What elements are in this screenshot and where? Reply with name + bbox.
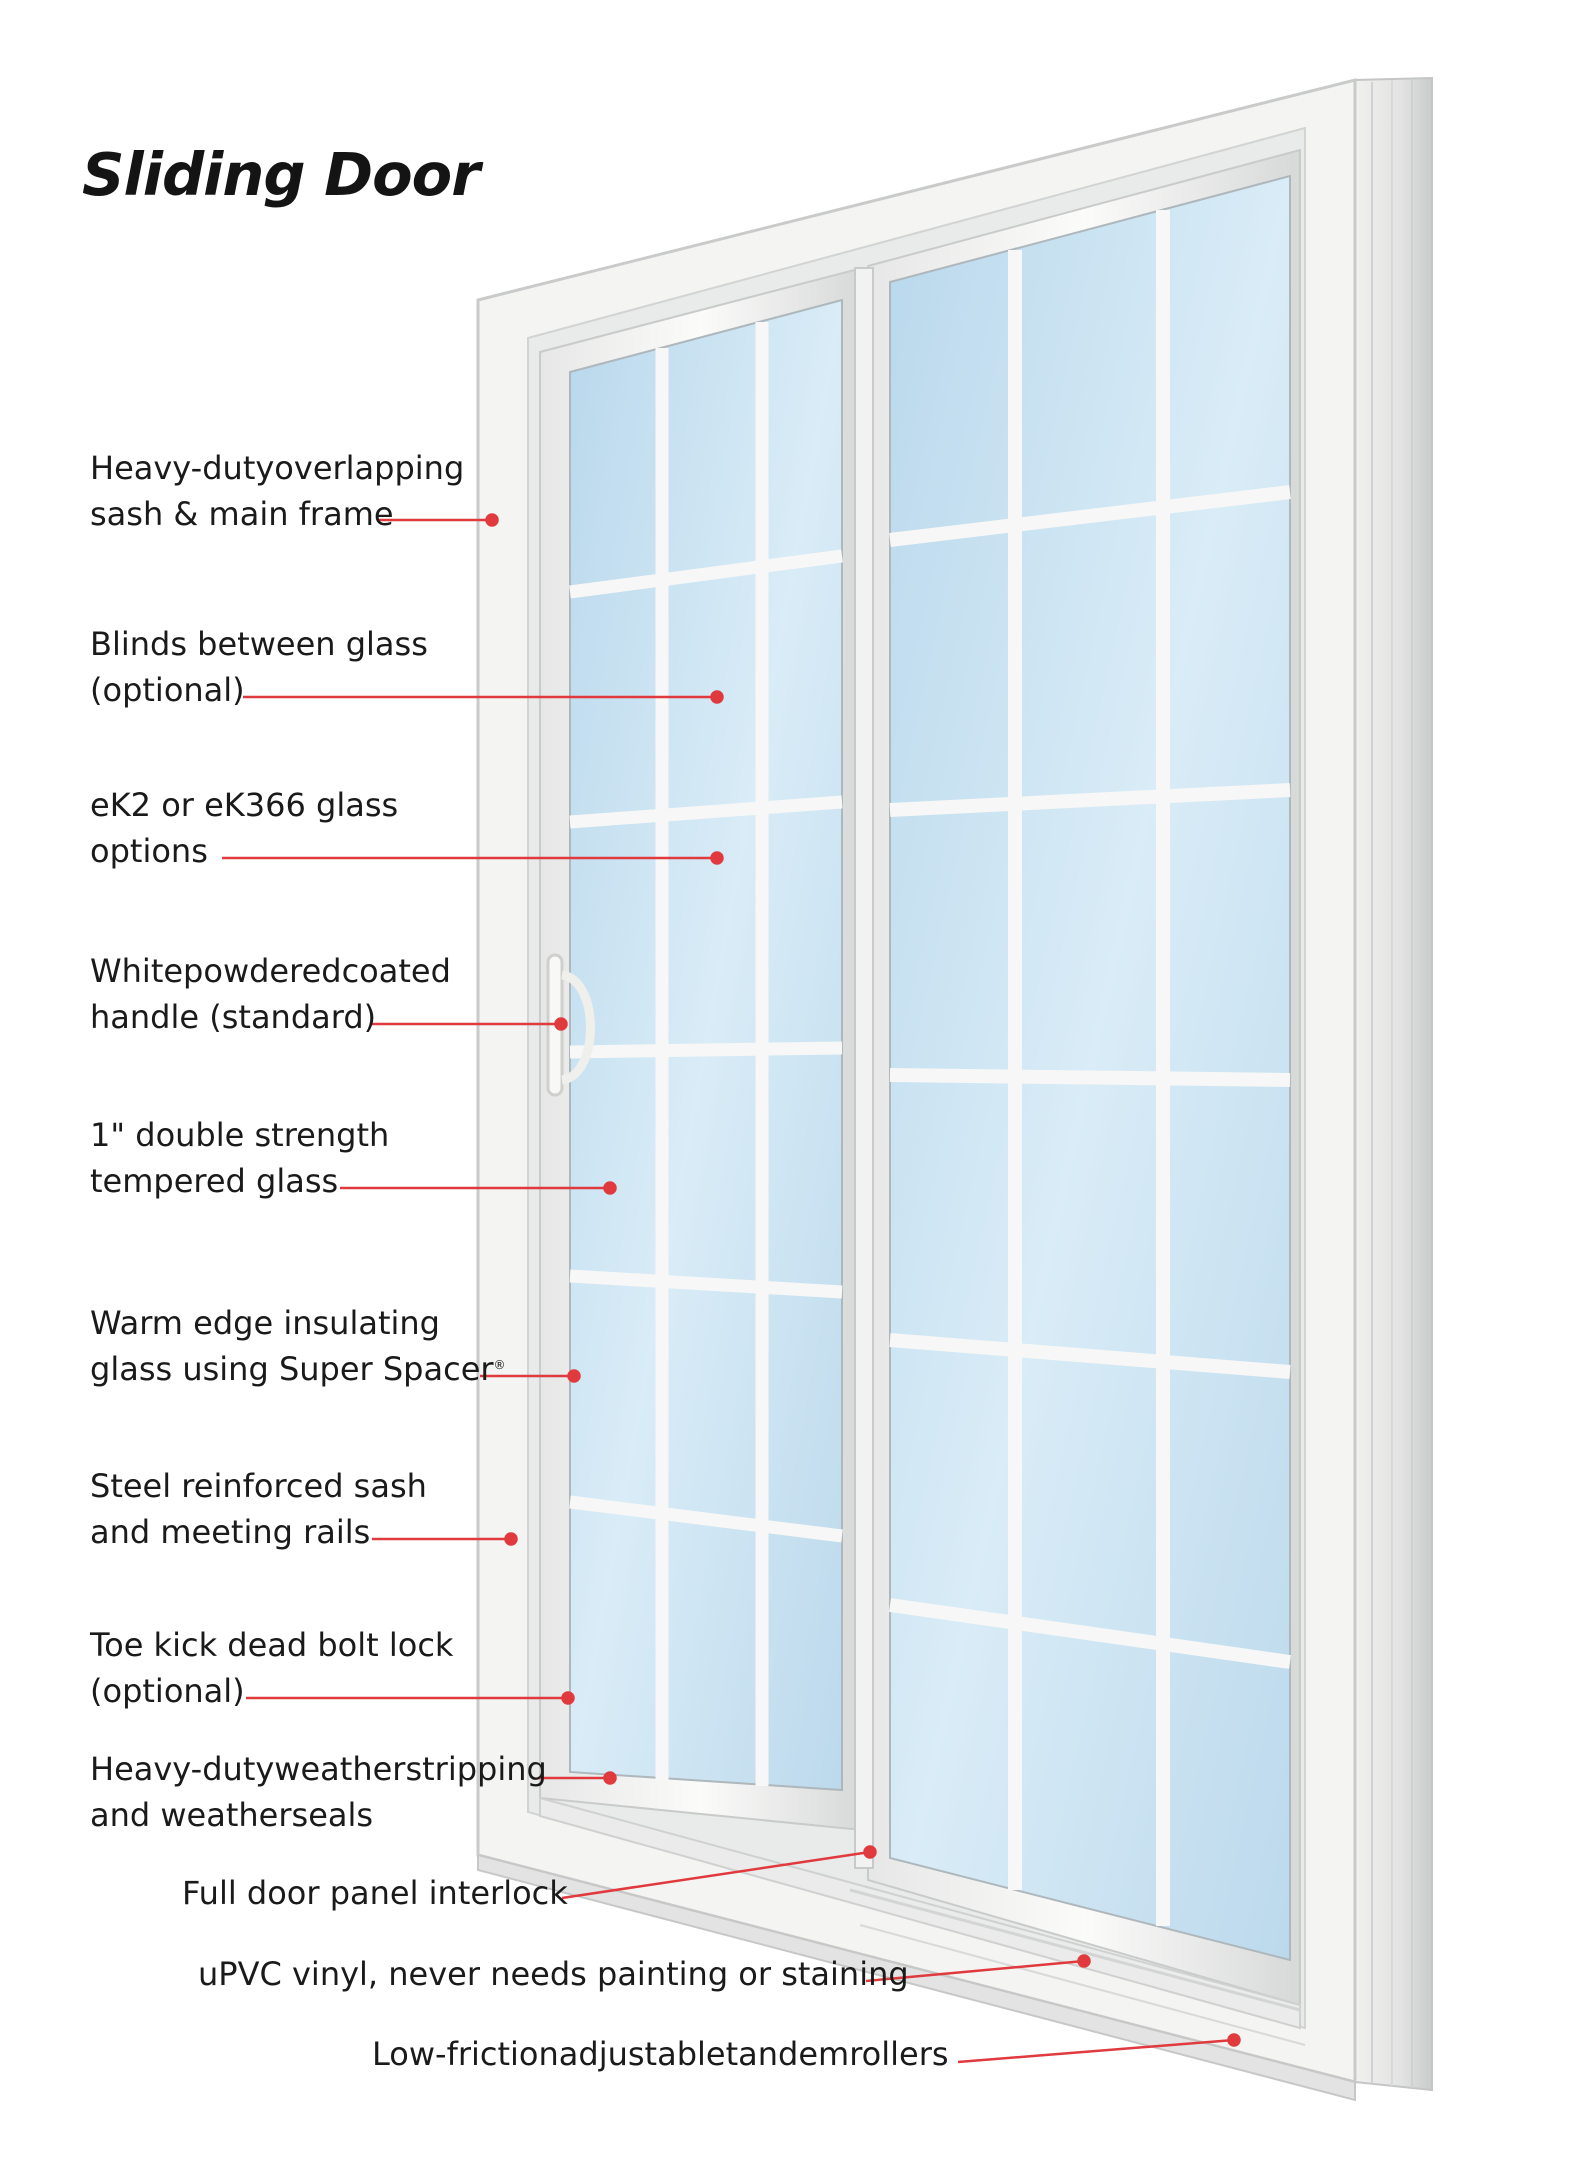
dot-upvc [1077, 1954, 1091, 1968]
callout-rollers-line1: Low-frictionadjustabletandemrollers [372, 2035, 949, 2073]
callout-steel-reinforced: Steel reinforced sash and meeting rails [90, 1463, 427, 1555]
leader-interlock [561, 1850, 871, 1900]
callout-tempered-glass-line1: 1" double strength [90, 1116, 390, 1154]
leader-lines [222, 513, 1241, 2064]
callout-glass-options-line2: options [90, 832, 208, 870]
callout-handle-line1: Whitepowderedcoated [90, 952, 451, 990]
dot-weather [603, 1771, 617, 1785]
callout-rollers: Low-frictionadjustabletandemrollers [372, 2031, 949, 2077]
dot-frame [485, 513, 499, 527]
callout-toe-kick-lock-line2: (optional) [90, 1672, 245, 1710]
meeting-rail [854, 267, 874, 1869]
dot-handle [554, 1017, 568, 1031]
bottom-rail [539, 1796, 1301, 2030]
callout-weatherstripping-line1: Heavy-dutyweatherstripping [90, 1750, 547, 1788]
callout-tempered-glass-line2: tempered glass [90, 1162, 339, 1200]
callout-interlock: Full door panel interlock [182, 1870, 568, 1916]
right-glass [889, 174, 1291, 1962]
callout-blinds-line2: (optional) [90, 671, 245, 709]
dot-warm [567, 1369, 581, 1383]
callout-warm-edge-line2: glass using Super Spacer [90, 1350, 494, 1388]
callout-glass-options: eK2 or eK366 glass options [90, 782, 398, 874]
dot-glassop [710, 851, 724, 865]
callout-steel-reinforced-line1: Steel reinforced sash [90, 1467, 427, 1505]
registered-mark: ® [493, 1358, 506, 1372]
frame-depth-right [1354, 76, 1433, 2092]
callout-blinds: Blinds between glass (optional) [90, 621, 428, 713]
callout-frame: Heavy-dutyoverlapping sash & main frame [90, 445, 464, 537]
dot-toekick [561, 1691, 575, 1705]
callout-toe-kick-lock-line1: Toe kick dead bolt lock [90, 1626, 454, 1664]
diagram-title: Sliding Door [82, 140, 480, 209]
callout-interlock-line1: Full door panel interlock [182, 1874, 568, 1912]
dot-rollers [1227, 2033, 1241, 2047]
callout-warm-edge: Warm edge insulating glass using Super S… [90, 1300, 506, 1392]
leader-rollers [957, 2038, 1235, 2064]
callout-handle-line2: handle (standard) [90, 998, 377, 1036]
callout-steel-reinforced-line2: and meeting rails [90, 1513, 371, 1551]
callout-warm-edge-line1: Warm edge insulating [90, 1304, 440, 1342]
callout-blinds-line1: Blinds between glass [90, 625, 428, 663]
dot-steel [504, 1532, 518, 1546]
callout-toe-kick-lock: Toe kick dead bolt lock (optional) [90, 1622, 453, 1714]
callout-handle: Whitepowderedcoated handle (standard) [90, 948, 451, 1040]
dot-blinds [710, 690, 724, 704]
callout-frame-line2: sash & main frame [90, 495, 394, 533]
dot-temper [603, 1181, 617, 1195]
callout-tempered-glass: 1" double strength tempered glass [90, 1112, 389, 1204]
dot-interlock [863, 1845, 877, 1859]
callout-weatherstripping-line2: and weatherseals [90, 1796, 374, 1834]
callout-warm-edge-line2-wrap: glass using Super Spacer® [90, 1346, 506, 1392]
callout-glass-options-line1: eK2 or eK366 glass [90, 786, 399, 824]
callout-weatherstripping: Heavy-dutyweatherstripping and weatherse… [90, 1746, 547, 1838]
callout-upvc: uPVC vinyl, never needs painting or stai… [198, 1951, 909, 1997]
left-grille [569, 322, 843, 1786]
callout-upvc-line1: uPVC vinyl, never needs painting or stai… [198, 1955, 909, 1993]
callout-frame-line1: Heavy-dutyoverlapping [90, 449, 465, 487]
leader-upvc [865, 1959, 1085, 1983]
right-grille [889, 210, 1291, 1926]
